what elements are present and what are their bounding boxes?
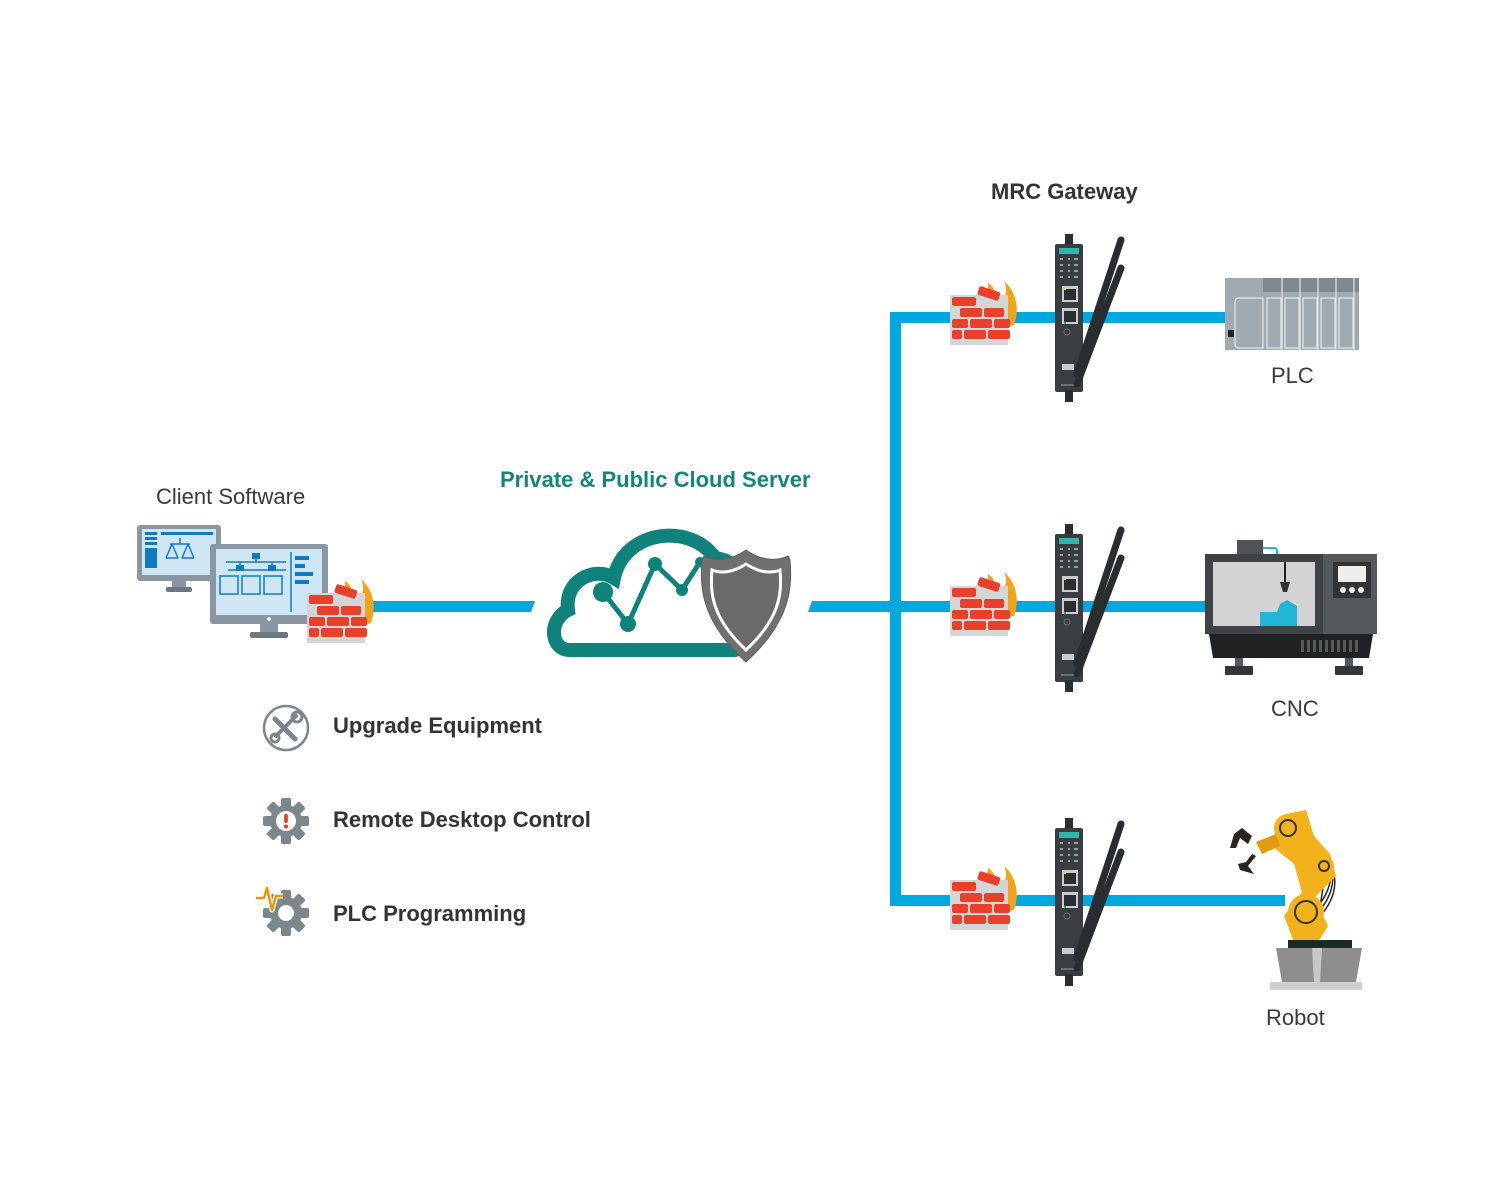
monitor-icon — [137, 525, 328, 638]
robot-arm-icon — [1230, 810, 1362, 990]
feature-remote-desktop-control: Remote Desktop Control — [333, 807, 591, 832]
link-branch-cnc — [890, 601, 1210, 612]
feature-plc-programming: PLC Programming — [333, 901, 527, 926]
gateway-device-icon-2 — [1055, 524, 1135, 704]
gear-pulse-icon — [256, 885, 309, 936]
device-label-plc: PLC — [1271, 363, 1314, 388]
feature-upgrade-equipment: Upgrade Equipment — [333, 713, 543, 738]
link-cloud-trunk — [808, 601, 898, 612]
link-client-cloud — [360, 601, 535, 612]
cloud-shield-icon — [547, 528, 792, 663]
cnc-machine-icon — [1205, 540, 1377, 675]
tools-icon — [262, 704, 310, 752]
gateway-title: MRC Gateway — [991, 179, 1138, 204]
firewall-icon-gateway-2 — [950, 572, 1017, 636]
firewall-icon-gateway-3 — [950, 866, 1017, 930]
device-label-cnc: CNC — [1271, 696, 1319, 721]
client-software-label: Client Software — [156, 484, 306, 509]
cloud-server-title: Private & Public Cloud Server — [500, 467, 811, 492]
firewall-icon-gateway-1 — [950, 281, 1017, 345]
gear-alert-icon — [263, 798, 309, 844]
gateway-device-icon-3 — [1055, 818, 1135, 998]
link-branch-robot — [890, 895, 1285, 906]
firewall-icon-client — [307, 579, 374, 643]
plc-icon — [1225, 278, 1359, 350]
gateway-device-icon-1 — [1055, 234, 1135, 414]
device-label-robot: Robot — [1266, 1005, 1325, 1030]
